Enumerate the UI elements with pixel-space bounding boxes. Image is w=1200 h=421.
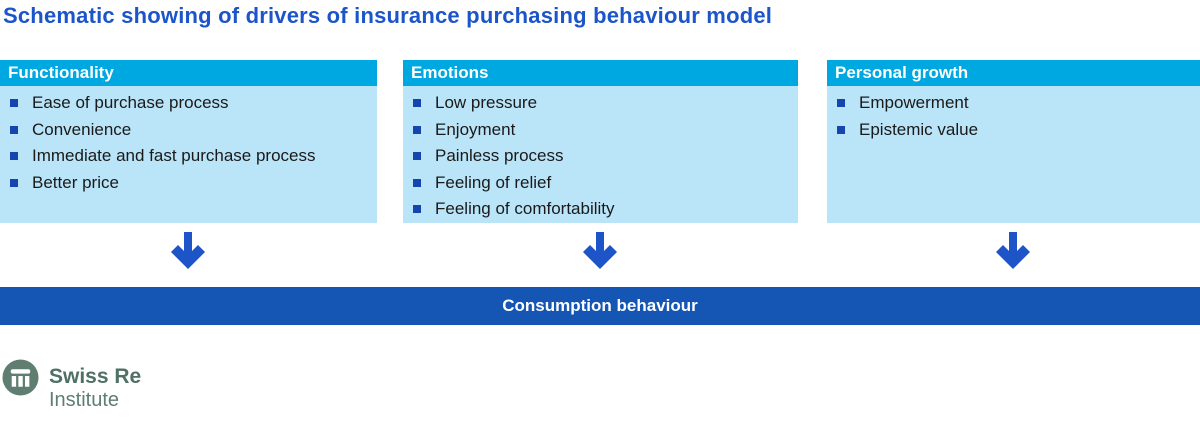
bullet-square-icon bbox=[10, 99, 18, 108]
list-item-label: Feeling of comfortability bbox=[435, 199, 615, 219]
list-item: Enjoyment bbox=[411, 117, 790, 144]
down-arrow-icon bbox=[171, 232, 205, 269]
swiss-re-temple-icon bbox=[2, 359, 39, 396]
bullet-square-icon bbox=[837, 125, 845, 134]
list-item-label: Convenience bbox=[32, 119, 132, 139]
down-arrow-icon bbox=[583, 232, 617, 269]
list-item: Immediate and fast purchase process bbox=[8, 143, 369, 170]
list-item: Ease of purchase process bbox=[8, 90, 369, 117]
logo-subtitle: Institute bbox=[49, 389, 120, 411]
bullet-square-icon bbox=[413, 205, 421, 214]
column-emotions: Emotions Low pressure Enjoyment Painless… bbox=[403, 60, 798, 223]
list-item: Painless process bbox=[411, 143, 790, 170]
list-item-label: Ease of purchase process bbox=[32, 93, 229, 113]
column-body: Empowerment Epistemic value bbox=[827, 86, 1200, 223]
down-arrow-icon bbox=[996, 232, 1030, 269]
page-title: Schematic showing of drivers of insuranc… bbox=[3, 3, 773, 28]
list-item: Empowerment bbox=[835, 90, 1192, 117]
logo-name: Swiss Re bbox=[49, 365, 142, 388]
list-item: Feeling of comfortability bbox=[411, 196, 790, 223]
list-item: Feeling of relief bbox=[411, 170, 790, 197]
list-item-label: Better price bbox=[32, 172, 119, 192]
list-item: Convenience bbox=[8, 117, 369, 144]
bullet-square-icon bbox=[10, 178, 18, 187]
list-item-label: Epistemic value bbox=[859, 119, 979, 139]
bullet-square-icon bbox=[837, 99, 845, 108]
list-item-label: Painless process bbox=[435, 146, 564, 166]
list-item-label: Low pressure bbox=[435, 93, 538, 113]
bullet-square-icon bbox=[413, 152, 421, 161]
driver-list: Ease of purchase process Convenience Imm… bbox=[8, 90, 369, 196]
column-body: Low pressure Enjoyment Painless process … bbox=[403, 86, 798, 223]
column-header: Emotions bbox=[403, 60, 798, 86]
list-item-label: Empowerment bbox=[859, 93, 969, 113]
consumption-behaviour-bar: Consumption behaviour bbox=[0, 287, 1200, 325]
column-header: Functionality bbox=[0, 60, 377, 86]
column-header: Personal growth bbox=[827, 60, 1200, 86]
logo-text: Swiss Re Institute bbox=[49, 358, 141, 410]
list-item: Better price bbox=[8, 170, 369, 197]
list-item-label: Enjoyment bbox=[435, 119, 516, 139]
list-item-label: Feeling of relief bbox=[435, 172, 552, 192]
column-personal-growth: Personal growth Empowerment Epistemic va… bbox=[827, 60, 1200, 223]
bullet-square-icon bbox=[413, 178, 421, 187]
bullet-square-icon bbox=[413, 125, 421, 134]
swiss-re-institute-logo: Swiss Re Institute bbox=[2, 358, 141, 410]
list-item: Epistemic value bbox=[835, 117, 1192, 144]
bullet-square-icon bbox=[10, 152, 18, 161]
list-item: Low pressure bbox=[411, 90, 790, 117]
column-body: Ease of purchase process Convenience Imm… bbox=[0, 86, 377, 223]
result-bar-label: Consumption behaviour bbox=[502, 296, 698, 315]
driver-list: Low pressure Enjoyment Painless process … bbox=[411, 90, 790, 223]
list-item-label: Immediate and fast purchase process bbox=[32, 146, 316, 166]
driver-list: Empowerment Epistemic value bbox=[835, 90, 1192, 143]
bullet-square-icon bbox=[10, 125, 18, 134]
bullet-square-icon bbox=[413, 99, 421, 108]
column-functionality: Functionality Ease of purchase process C… bbox=[0, 60, 377, 223]
